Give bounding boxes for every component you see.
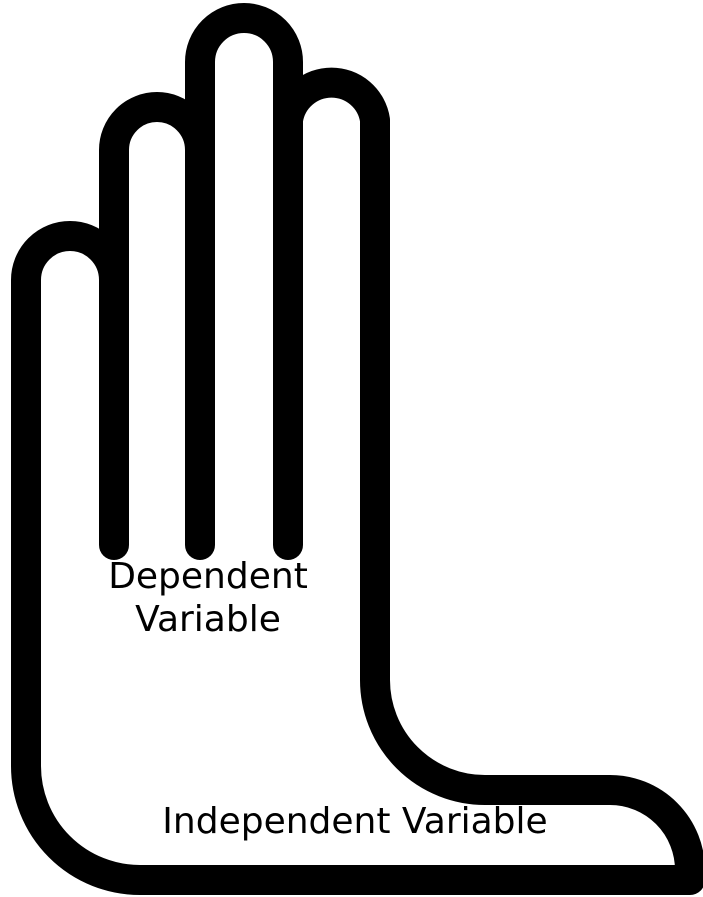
dependent-label-line1: Dependent xyxy=(78,555,338,598)
dependent-variable-label: Dependent Variable xyxy=(78,555,338,641)
dependent-label-line2: Variable xyxy=(78,598,338,641)
independent-variable-label: Independent Variable xyxy=(140,800,570,843)
